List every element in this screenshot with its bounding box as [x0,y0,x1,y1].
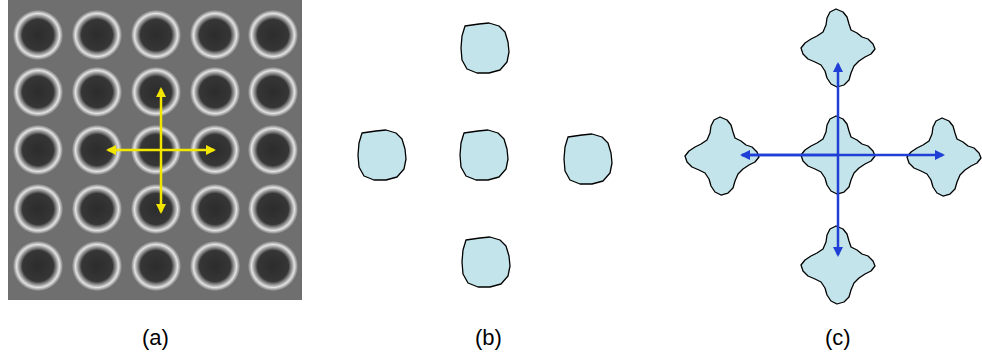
expansion-arrows [742,64,943,255]
panel-label: (b) [475,327,502,349]
panel-label: (c) [825,327,851,349]
small-blobs [358,23,612,287]
large-blobs [685,9,981,304]
sem-image [8,0,302,300]
panel-label: (a) [142,327,169,349]
